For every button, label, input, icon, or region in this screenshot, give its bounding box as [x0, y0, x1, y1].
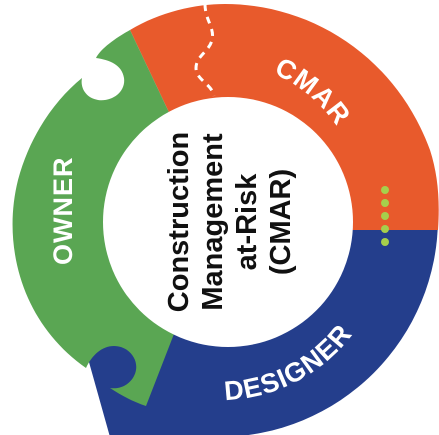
center-hub: [103, 97, 353, 347]
owner-label: OWNER: [48, 157, 78, 266]
dashed-seam: [194, 3, 216, 97]
center-line-1: Construction: [163, 132, 195, 312]
center-line-3: at-Risk: [231, 173, 263, 271]
connector-dots: [381, 186, 389, 246]
center-title: Construction Management at-Risk (CMAR): [163, 132, 297, 312]
center-line-2: Management: [197, 133, 229, 311]
center-line-4: (CMAR): [265, 169, 297, 275]
